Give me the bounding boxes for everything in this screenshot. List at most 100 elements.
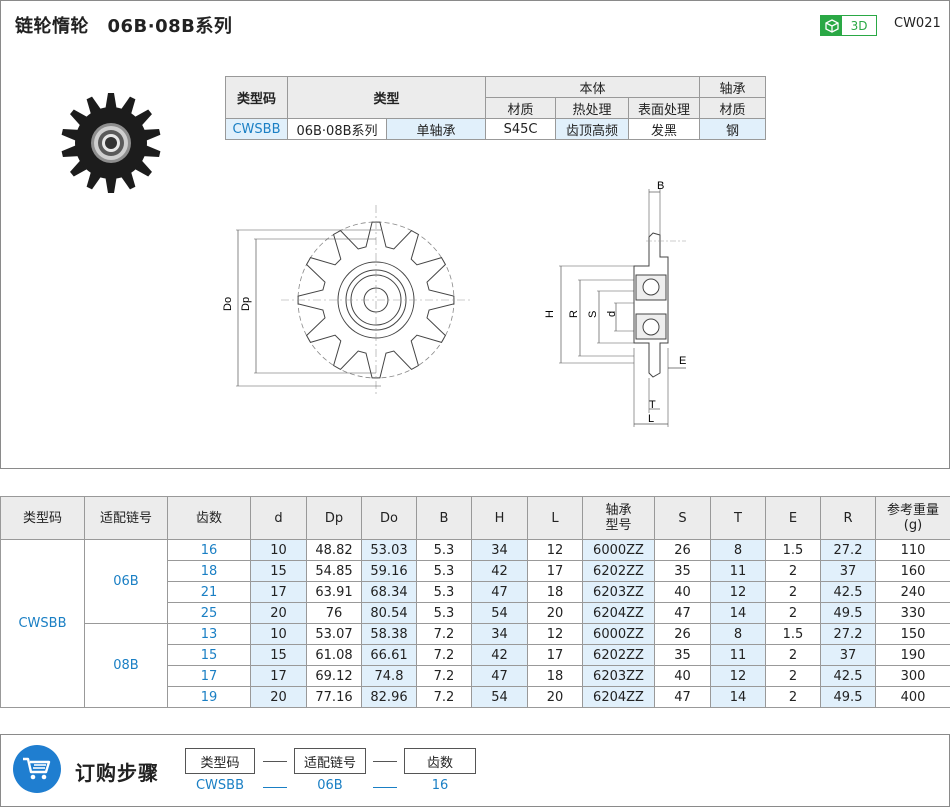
product-code: CW021 (894, 16, 941, 31)
spec-cell: 47 (654, 686, 711, 708)
spec-cell: 15 (250, 644, 307, 666)
spec-cell: 7.2 (416, 623, 472, 645)
spec-cell: 49.5 (820, 602, 876, 624)
spec-cell: 240 (875, 581, 950, 603)
spec-cell: 27.2 (820, 623, 876, 645)
spec-cell: 10 (250, 623, 307, 645)
value-type-code: CWSBB (225, 118, 288, 140)
header-type: 类型 (287, 76, 486, 119)
spec-cell: 12 (527, 539, 583, 561)
spec-cell: 49.5 (820, 686, 876, 708)
spec-cell: 17 (250, 665, 307, 687)
spec-cell: 69.12 (306, 665, 362, 687)
spec-header-1: 适配链号 (84, 496, 168, 540)
spec-cell: 2 (765, 560, 821, 582)
spec-cell: 11 (710, 644, 766, 666)
spec-header-6: B (416, 496, 472, 540)
spec-cell: 74.8 (361, 665, 417, 687)
spec-cell: 40 (654, 581, 711, 603)
spec-cell: 37 (820, 560, 876, 582)
product-panel: 链轮惰轮 06B·08B系列 3D CW021 类型码 类型 本体 轴承 (0, 0, 950, 469)
spec-cell: 7.2 (416, 644, 472, 666)
spec-cell: 17 (527, 560, 583, 582)
spec-cell: 15 (250, 560, 307, 582)
spec-header-12: E (765, 496, 821, 540)
order-title: 订购步骤 (75, 761, 159, 785)
spec-cell: 77.16 (306, 686, 362, 708)
spec-cell: 150 (875, 623, 950, 645)
spec-cell: 400 (875, 686, 950, 708)
spec-cell: 2 (765, 644, 821, 666)
spec-cell: 6000ZZ (582, 623, 655, 645)
spec-header-2: 齿数 (167, 496, 251, 540)
spec-header-3: d (250, 496, 307, 540)
spec-header-11: T (710, 496, 766, 540)
header-bearing-material: 材质 (699, 97, 766, 119)
spec-cell: 5.3 (416, 539, 472, 561)
side-view (633, 232, 686, 378)
page-title: 链轮惰轮 06B·08B系列 (15, 16, 233, 37)
spec-cell: 34 (471, 539, 528, 561)
spec-cell: 53.03 (361, 539, 417, 561)
label-do: Do (222, 297, 234, 311)
spec-cell: 6204ZZ (582, 686, 655, 708)
spec-cell: 34 (471, 623, 528, 645)
header-type-code: 类型码 (225, 76, 288, 119)
spec-teeth-cell: 19 (167, 686, 251, 708)
spec-cell: 2 (765, 686, 821, 708)
3d-model-button[interactable]: 3D (820, 15, 877, 36)
header-bearing: 轴承 (699, 76, 766, 98)
header-material: 材质 (485, 97, 556, 119)
technical-drawing: Do Dp H R S d B E (222, 180, 686, 427)
spec-cell: 2 (765, 602, 821, 624)
label-s: S (587, 311, 599, 318)
spec-cell: 35 (654, 560, 711, 582)
spec-cell: 12 (710, 581, 766, 603)
spec-cell: 6202ZZ (582, 560, 655, 582)
label-dp: Dp (240, 297, 252, 311)
spec-cell: 12 (710, 665, 766, 687)
spec-cell: 18 (527, 665, 583, 687)
spec-cell: 14 (710, 602, 766, 624)
spec-cell: 42 (471, 560, 528, 582)
spec-header-14: 参考重量 (g) (875, 496, 950, 540)
spec-cell: 2 (765, 581, 821, 603)
spec-cell: 42.5 (820, 665, 876, 687)
spec-cell: 68.34 (361, 581, 417, 603)
label-d: d (606, 311, 618, 317)
label-r: R (568, 310, 580, 318)
spec-cell: 42 (471, 644, 528, 666)
step-chain-number: 适配链号 (294, 748, 366, 774)
spec-cell: 76 (306, 602, 362, 624)
spec-teeth-cell: 18 (167, 560, 251, 582)
cart-icon (13, 745, 61, 793)
label-b: B (657, 180, 664, 192)
label-l: L (648, 413, 654, 425)
spec-cell: 53.07 (306, 623, 362, 645)
step-connector (263, 761, 287, 762)
spec-cell: 47 (654, 602, 711, 624)
spec-cell: 1.5 (765, 623, 821, 645)
spec-cell: 54.85 (306, 560, 362, 582)
spec-cell: 48.82 (306, 539, 362, 561)
spec-cell: 66.61 (361, 644, 417, 666)
spec-cell: 82.96 (361, 686, 417, 708)
spec-header-10: S (654, 496, 711, 540)
spec-cell: 47 (471, 581, 528, 603)
spec-cell: 54 (471, 602, 528, 624)
spec-cell: 6203ZZ (582, 581, 655, 603)
spec-cell: 61.08 (306, 644, 362, 666)
spec-cell: 80.54 (361, 602, 417, 624)
example-connector (373, 787, 397, 788)
cube-icon (821, 16, 842, 35)
spec-cell: 40 (654, 665, 711, 687)
spec-cell: 10 (250, 539, 307, 561)
step-teeth: 齿数 (404, 748, 476, 774)
spec-cell: 54 (471, 686, 528, 708)
value-surface-treatment: 发黑 (628, 118, 700, 140)
spec-cell: 6000ZZ (582, 539, 655, 561)
spec-chain-number: 06B (84, 539, 168, 624)
